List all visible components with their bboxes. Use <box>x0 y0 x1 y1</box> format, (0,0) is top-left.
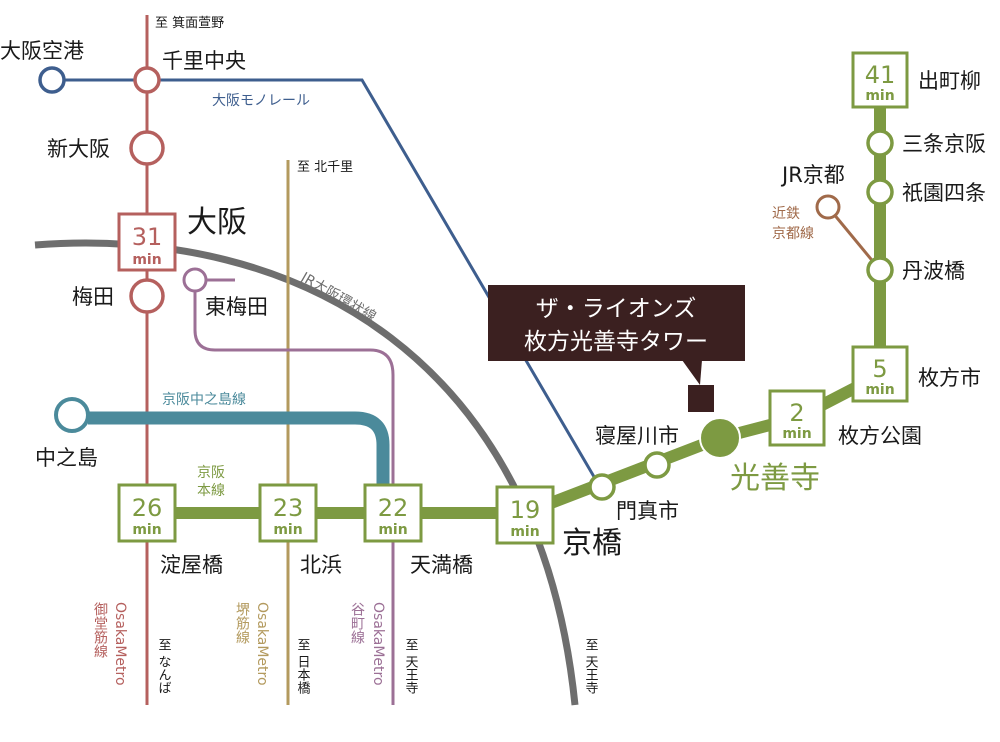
map-label: 23 <box>273 494 304 522</box>
map-shape <box>768 389 826 447</box>
map-label: 19 <box>510 496 541 524</box>
map-label: 至 北千里 <box>297 160 353 175</box>
map-label: 出町柳 <box>918 69 981 93</box>
map-shape <box>851 51 909 109</box>
station-nakanoshima <box>54 397 90 433</box>
map-label: 至 天王寺 <box>583 638 599 695</box>
station-osaka-airport <box>38 66 66 94</box>
map-label: min <box>378 522 407 538</box>
map-shape <box>682 360 702 385</box>
map-shape <box>488 285 745 361</box>
map-label: 至 箕面萱野 <box>155 15 224 31</box>
map-label: 京阪 <box>197 465 225 481</box>
station-neyagawashi <box>643 451 671 479</box>
map-label: 大阪モノレール <box>212 93 310 109</box>
map-label: 至 日本橋 <box>295 638 311 696</box>
map-label: 至 なんば <box>156 638 172 695</box>
keihan-line <box>147 80 886 519</box>
map-label: min <box>782 426 811 442</box>
map-label: 北浜 <box>300 553 342 577</box>
map-label: 41 <box>865 61 896 89</box>
property-callout: ザ・ライオンズ 枚方光善寺タワー <box>488 285 745 412</box>
map-label: OsakaMetro <box>112 602 128 686</box>
map-shape <box>258 483 318 543</box>
map-label: 枚方市 <box>918 366 981 390</box>
map-label: 枚方公園 <box>838 424 922 448</box>
map-label: 至 天王寺 <box>403 638 419 695</box>
time-box-hirakatashi: 5 min <box>851 345 909 403</box>
map-label: 22 <box>378 494 409 522</box>
station-shin-osaka <box>129 130 165 166</box>
map-label: min <box>132 522 161 538</box>
map-label: 京橋 <box>562 526 622 561</box>
map-shape <box>117 212 177 272</box>
map-label: 大阪空港 <box>0 39 84 63</box>
map-label: 本線 <box>197 483 225 499</box>
map-label: 御堂筋線 <box>92 602 108 658</box>
map-label: 31 <box>132 223 163 251</box>
map-label: 天満橋 <box>410 553 473 577</box>
map-label: 近鉄 <box>772 206 800 222</box>
map-label: min <box>865 88 894 104</box>
map-label: 中之島 <box>35 446 98 470</box>
map-label: 梅田 <box>72 285 114 309</box>
station-jr-kyoto <box>815 194 841 220</box>
map-label: 寝屋川市 <box>595 424 679 448</box>
map-label: ザ・ライオンズ <box>536 296 697 322</box>
map-label: min <box>510 524 539 540</box>
time-box-kyobashi: 19 min <box>495 485 555 545</box>
station-higashi-umeda <box>182 267 208 293</box>
nakanoshima-line <box>88 411 390 490</box>
map-label: 丹波橋 <box>902 259 965 283</box>
map-label: 京都線 <box>772 226 814 242</box>
map-label: 祇園四条 <box>902 181 986 205</box>
map-shape <box>851 345 909 403</box>
station-senri-chuo <box>133 66 161 94</box>
map-label: 大阪 <box>187 205 247 240</box>
map-label: min <box>865 382 894 398</box>
map-label: 枚方光善寺タワー <box>524 329 708 355</box>
map-label: OsakaMetro <box>370 602 386 686</box>
station-korienji <box>699 417 741 459</box>
map-label: JR大阪環状線 <box>297 269 378 325</box>
station-gion-shijo <box>866 178 894 206</box>
time-box-kitahama: 23 min <box>258 483 318 543</box>
station-tambabashi <box>866 256 894 284</box>
map-shape <box>363 483 423 543</box>
map-label: OsakaMetro <box>254 602 270 686</box>
map-label: 京阪中之島線 <box>162 392 246 408</box>
map-label: 26 <box>132 494 163 522</box>
time-box-demachiyanagi: 41 min <box>851 51 909 109</box>
time-box-osaka: 31 min <box>117 212 177 272</box>
map-label: 5 <box>872 355 887 383</box>
map-shape <box>688 385 714 412</box>
map-label: 2 <box>789 399 804 427</box>
map-shape <box>117 483 177 543</box>
map-label: JR京都 <box>780 163 845 187</box>
station-umeda <box>129 278 165 314</box>
map-label: 堺筋線 <box>234 602 250 644</box>
station-sanjo-keihan <box>866 129 894 157</box>
time-box-yodoyabashi: 26 min <box>117 483 177 543</box>
map-label: 光善寺 <box>730 461 820 496</box>
station-kadomashi <box>588 473 616 501</box>
map-label: 東梅田 <box>205 295 268 319</box>
map-label: 千里中央 <box>162 49 246 73</box>
map-label: 新大阪 <box>47 137 110 161</box>
map-label: 三条京阪 <box>902 132 986 156</box>
map-label: min <box>132 252 161 268</box>
map-label: 淀屋橋 <box>160 553 223 577</box>
map-shape <box>495 485 555 545</box>
map-label: 門真市 <box>616 499 679 523</box>
time-box-hirakata-koen: 2 min <box>768 389 826 447</box>
map-label: 谷町線 <box>349 602 365 644</box>
time-box-temmabashi: 22 min <box>363 483 423 543</box>
map-label: min <box>273 522 302 538</box>
